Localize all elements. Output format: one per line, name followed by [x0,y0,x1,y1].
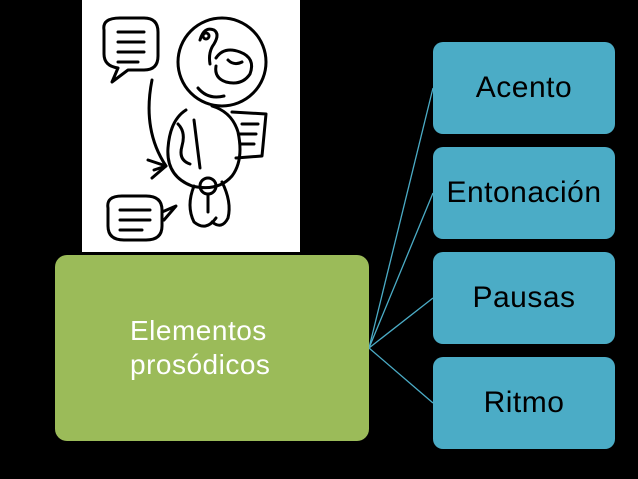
child-node-label: Pausas [472,281,575,315]
person-speaking-icon [82,0,300,252]
connector-line [369,298,433,348]
child-node-label: Acento [476,71,572,105]
child-node-entonacion: Entonación [433,147,615,239]
child-node-pausas: Pausas [433,252,615,344]
child-node-acento: Acento [433,42,615,134]
child-node-ritmo: Ritmo [433,357,615,449]
person-speaking-illustration [82,0,300,252]
child-node-label: Ritmo [484,386,565,420]
child-node-label: Entonación [446,176,601,210]
connector-line [369,348,433,403]
root-node-label: Elementos prosódicos [130,314,270,382]
root-node-elementos-prosodicos: Elementos prosódicos [55,255,369,441]
connector-line [369,88,433,348]
connector-line [369,193,433,348]
